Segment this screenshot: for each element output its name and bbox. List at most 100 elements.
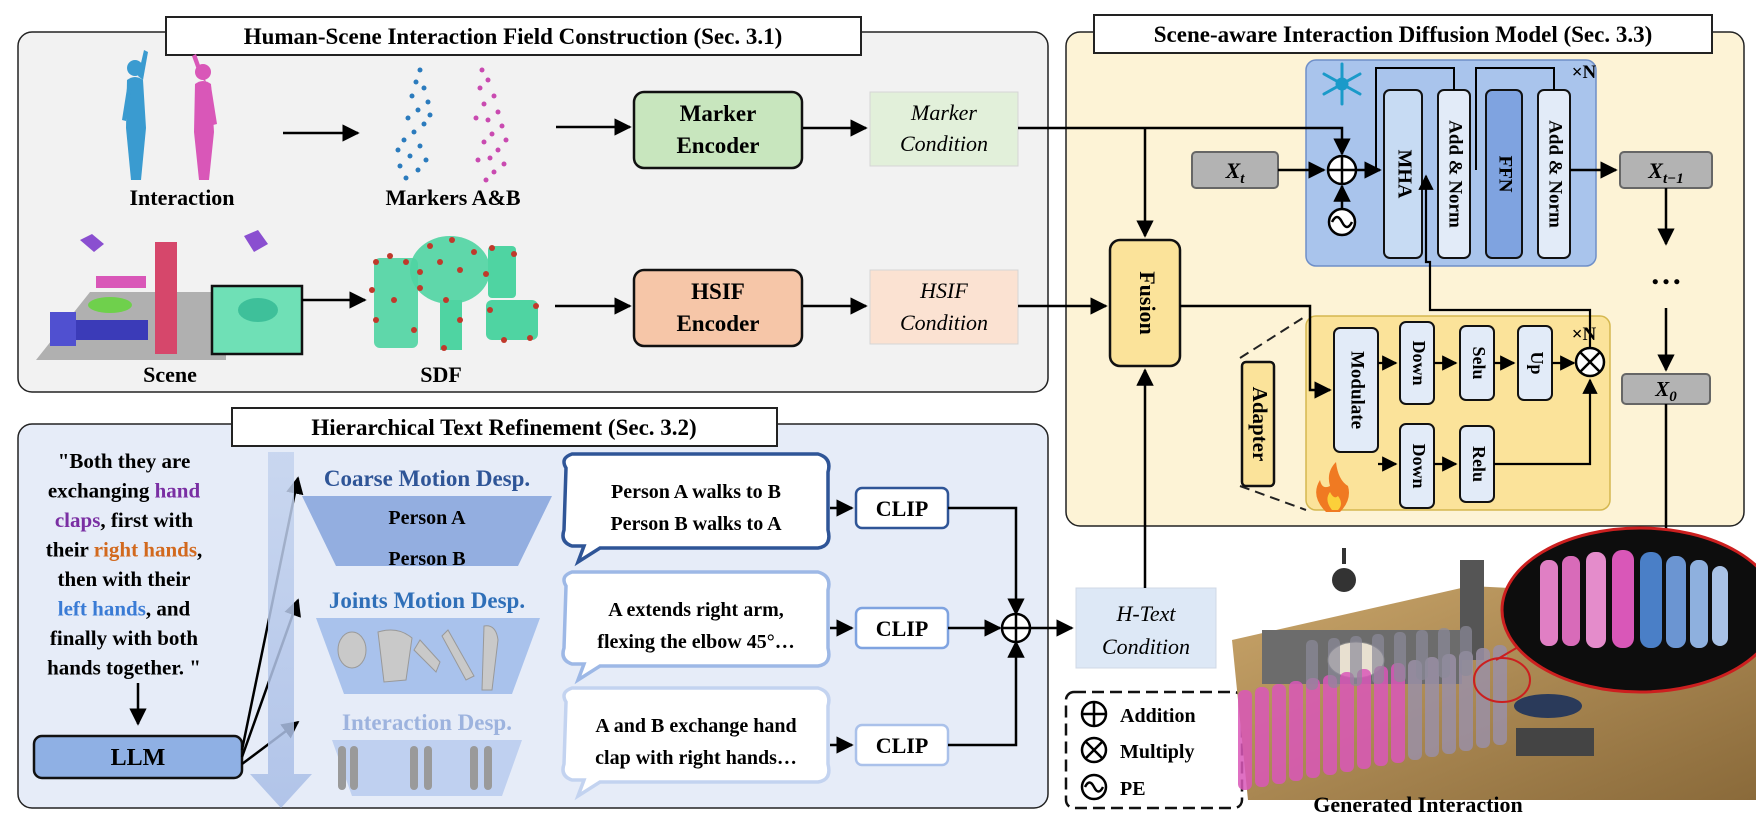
zoom-source-ellipse	[1473, 657, 1531, 703]
line-clip3-to-add	[948, 640, 1025, 747]
quote-line: their right hands,	[46, 538, 203, 562]
hsif-panel-title-box	[165, 16, 862, 56]
adapter-label-box	[1240, 360, 1276, 488]
crowd-figure	[1289, 681, 1303, 781]
chandelier	[1332, 548, 1356, 592]
residual-line-2	[1475, 67, 1555, 170]
selu-label: Selu	[1469, 346, 1489, 379]
interaction-figures	[122, 50, 217, 180]
scene-image	[36, 230, 304, 360]
arrow-fusion-to-modulate	[1180, 304, 1332, 399]
bubble-interaction-line2: clap with right hands…	[595, 747, 797, 769]
crowd-figure-back	[1350, 636, 1362, 686]
quote-segment: hands together. "	[47, 656, 201, 680]
joints-title: Joints Motion Desp.	[329, 588, 525, 613]
crowd-figure	[1306, 678, 1320, 778]
hsif-condition-line2: Condition	[900, 310, 988, 335]
crowd-figure	[1357, 669, 1371, 769]
snowflake-icon	[1322, 62, 1362, 106]
legend-pe-label: PE	[1120, 778, 1146, 800]
crowd-figure	[1493, 645, 1507, 745]
quote-segment: , first with	[100, 508, 193, 532]
person-b-label: Person B	[388, 548, 465, 570]
crowd-figure	[1391, 663, 1405, 763]
crowd-figure-back	[1416, 630, 1428, 680]
xt-label: Xt	[1225, 158, 1246, 187]
coarse-title: Coarse Motion Desp.	[324, 466, 530, 491]
relu-label: Relu	[1469, 446, 1489, 482]
ellipsis-dots: …	[1650, 255, 1682, 291]
fusion-label: Fusion	[1135, 271, 1160, 335]
marker-encoder-line2: Encoder	[676, 133, 759, 158]
crowd-figure-back	[1394, 632, 1406, 682]
bubble-coarse	[561, 452, 831, 567]
hsif-panel-title: Human-Scene Interaction Field Constructi…	[244, 24, 783, 49]
interaction-figure-images	[338, 746, 492, 790]
legend-addition-label: Addition	[1120, 705, 1196, 727]
hierarchy-down-arrow	[250, 452, 312, 808]
crowd-figure-back	[1306, 640, 1318, 690]
generated-interaction-label: Generated Interaction	[1313, 792, 1523, 817]
hsif-condition-line1: HSIF	[919, 278, 968, 303]
add-norm-label-2: Add & Norm	[1545, 120, 1566, 228]
bubble-interaction-line1: A and B exchange hand	[595, 715, 796, 737]
quote-line: "Both they are	[58, 449, 191, 473]
diffusion-panel-title-box	[1093, 14, 1713, 54]
mha-label: MHA	[1393, 150, 1415, 199]
crowd-figure-back	[1438, 628, 1450, 678]
markers-label: Markers A&B	[385, 185, 520, 210]
quote-segment: then with their	[58, 567, 191, 591]
quote-line: exchanging hand	[48, 479, 201, 503]
flame-icon	[1316, 462, 1349, 512]
diffusion-panel-title: Scene-aware Interaction Diffusion Model …	[1154, 22, 1652, 47]
marker-encoder-line1: Marker	[680, 101, 757, 126]
quote-segment: right hands	[94, 538, 197, 562]
modulate-block	[1333, 327, 1379, 453]
transformer-addition-symbol	[1326, 154, 1358, 186]
mha-block	[1383, 89, 1423, 259]
add-norm-label-1: Add & Norm	[1445, 120, 1466, 228]
crowd-figure	[1425, 657, 1439, 757]
people-crowd	[1238, 626, 1507, 790]
bubble-joints-line2: flexing the elbow 45°…	[597, 631, 794, 653]
clip-label-2: CLIP	[876, 616, 929, 641]
bubble-coarse-line1: Person A walks to B	[611, 481, 781, 503]
bubble-interaction	[561, 686, 831, 801]
crowd-figure-back	[1372, 634, 1384, 684]
scene-label: Scene	[143, 362, 197, 387]
quote-segment: hand	[155, 479, 201, 503]
quote-segment: claps	[55, 508, 101, 532]
crowd-figure-back	[1328, 638, 1340, 688]
crowd-figure	[1238, 690, 1252, 790]
crowd-figure	[1408, 660, 1422, 760]
quote-segment: exchanging	[48, 479, 155, 503]
zoom-detail-people	[1540, 550, 1728, 648]
crowd-figure	[1340, 672, 1354, 772]
htext-condition-line2: Condition	[1102, 634, 1190, 659]
quote-line: hands together. "	[47, 656, 201, 680]
htext-condition-box	[1075, 587, 1217, 669]
up-label: Up	[1527, 351, 1547, 374]
htext-condition-line1: H-Text	[1115, 601, 1176, 626]
x0-label: X0	[1654, 377, 1677, 405]
diffusion-panel: Scene-aware Interaction Diffusion Model …	[1018, 14, 1745, 588]
hsif-condition-box	[869, 269, 1019, 345]
quote-line: finally with both	[50, 626, 199, 650]
adapter-zoom-line-top	[1239, 315, 1307, 359]
ffn-label: FFN	[1495, 156, 1516, 193]
sdf-image	[369, 236, 539, 351]
bubble-joints	[561, 570, 831, 685]
down-label-2: Down	[1409, 443, 1429, 488]
text-panel-title: Hierarchical Text Refinement (Sec. 3.2)	[311, 415, 696, 440]
quote-segment: ,	[197, 538, 202, 562]
person-a-label: Person A	[388, 507, 466, 529]
text-panel-title-box	[231, 407, 778, 447]
modulate-label: Modulate	[1347, 351, 1368, 429]
legend-addition-icon	[1080, 700, 1108, 728]
hsif-encoder-line1: HSIF	[691, 279, 745, 304]
sdf-label: SDF	[420, 362, 462, 387]
text-addition-symbol	[1000, 612, 1032, 644]
crowd-figure-back	[1460, 626, 1472, 676]
xt1-label: Xt−1	[1647, 158, 1683, 187]
bubble-joints-line1: A extends right arm,	[608, 599, 784, 621]
